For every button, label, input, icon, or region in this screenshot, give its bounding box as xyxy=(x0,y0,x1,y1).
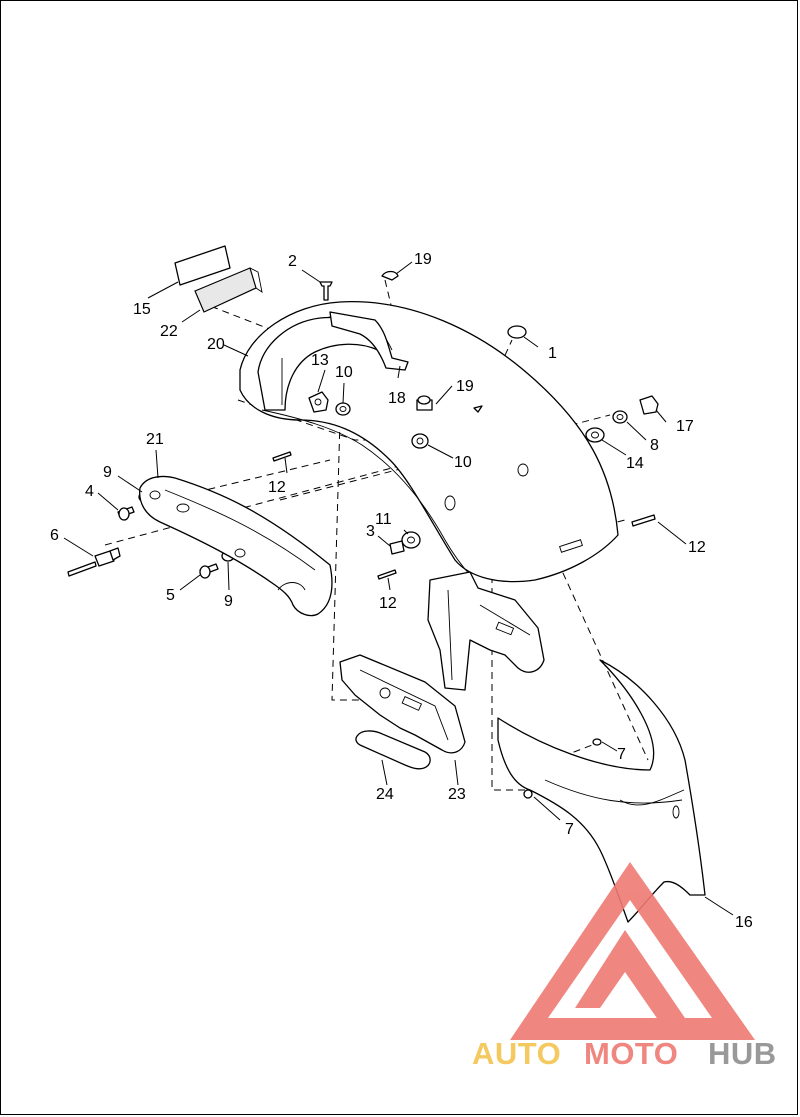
fender-support-21 xyxy=(139,475,333,617)
callout-3: 3 xyxy=(366,523,375,540)
callout-21: 21 xyxy=(146,431,164,448)
reflector-15 xyxy=(174,245,231,286)
callout-1: 1 xyxy=(548,345,557,362)
callout-13: 13 xyxy=(311,352,329,369)
callout-17: 17 xyxy=(676,418,694,435)
watermark-logo: AUTO MOTO HUB xyxy=(472,862,777,1071)
lamp-housing-23 xyxy=(339,654,466,754)
callout-10-lower: 10 xyxy=(454,454,472,471)
fasteners xyxy=(67,270,659,799)
rear-fender xyxy=(239,301,619,583)
callout-16: 16 xyxy=(735,914,753,931)
callout-12-right: 12 xyxy=(688,539,706,556)
callout-6: 6 xyxy=(50,527,59,544)
callout-7-upper: 7 xyxy=(617,746,626,763)
callout-labels: 1 2 3 4 5 6 7 7 8 9 9 10 10 11 12 12 12 … xyxy=(50,251,753,931)
license-bracket xyxy=(427,571,545,691)
callout-12-center: 12 xyxy=(379,595,397,612)
callout-5: 5 xyxy=(166,587,175,604)
callout-2: 2 xyxy=(288,253,297,270)
callout-14: 14 xyxy=(626,455,644,472)
fender-skirt-16 xyxy=(497,659,706,923)
lens-24 xyxy=(355,730,431,770)
callout-7-lower: 7 xyxy=(565,821,574,838)
callout-20: 20 xyxy=(207,336,225,353)
callout-4: 4 xyxy=(85,483,94,500)
callout-10-upper: 10 xyxy=(335,364,353,381)
logo-text-auto: AUTO xyxy=(472,1036,561,1071)
logo-text-hub: HUB xyxy=(708,1036,777,1071)
logo-text-moto: MOTO xyxy=(584,1036,678,1071)
callout-24: 24 xyxy=(376,786,394,803)
callout-9-lower: 9 xyxy=(224,593,233,610)
callout-22: 22 xyxy=(160,323,178,340)
leader-lines xyxy=(63,261,734,916)
callout-19-upper: 19 xyxy=(414,251,432,268)
callout-9-upper: 9 xyxy=(103,464,112,481)
logo-triangle xyxy=(510,862,755,1040)
callout-8: 8 xyxy=(650,437,659,454)
callout-15: 15 xyxy=(133,301,151,318)
callout-11: 11 xyxy=(375,511,392,528)
callout-19-lower: 19 xyxy=(456,378,474,395)
callout-23: 23 xyxy=(448,786,466,803)
bracket-18 xyxy=(329,311,409,371)
callout-18: 18 xyxy=(388,390,406,407)
callout-12-left: 12 xyxy=(268,479,286,496)
